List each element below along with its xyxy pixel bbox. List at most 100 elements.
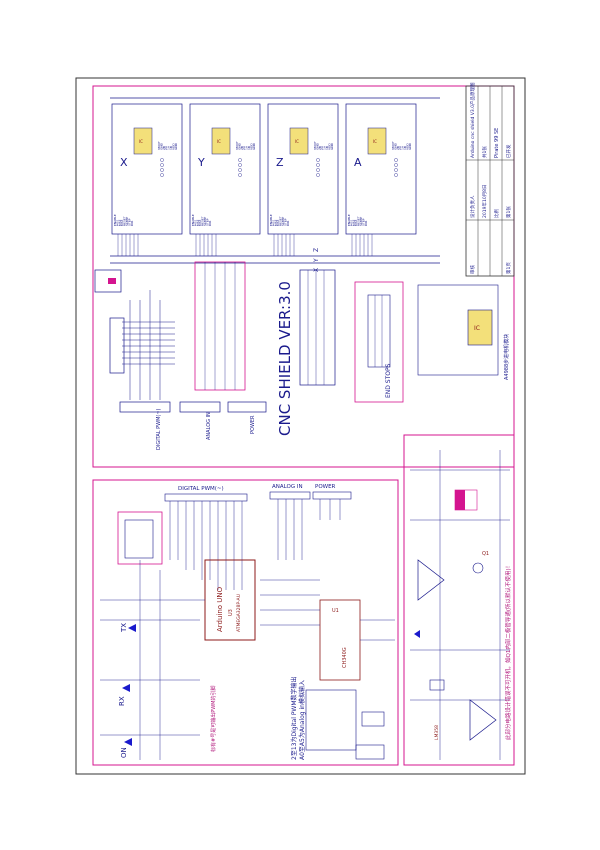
chip-ref: U3 xyxy=(228,609,234,616)
upper-left-connectors: DIGITAL PWM(~) ANALOG IN POWER xyxy=(94,269,267,450)
driver-pin-label: VDD xyxy=(327,143,331,150)
title-page: 共1张 xyxy=(481,146,488,158)
driver-pin-label: MS3 xyxy=(120,220,124,226)
driver-connector-pin xyxy=(394,173,398,177)
arduino-uno-label: Arduino UNO xyxy=(216,586,224,632)
driver-pin-label: STEP xyxy=(205,218,209,226)
driver-pin-label: MS1 xyxy=(271,220,275,226)
driver-pin-label: 1A xyxy=(245,145,249,150)
driver-z: ZICENABLEMS1MS2MS3RESETSLEEPSTEPDIRVMOTG… xyxy=(267,103,339,256)
driver-connector-pin xyxy=(160,173,164,177)
driver-pin-label: 1A xyxy=(323,145,327,150)
driver-connector-pin xyxy=(160,158,164,162)
driver-pin-label: MS1 xyxy=(349,220,353,226)
lower-headers: DIGITAL PWM(~) ANALOG IN POWER xyxy=(164,484,352,502)
note-pwm: 2至13为Digital PWM数字输出 xyxy=(290,676,298,760)
ch340-label: CH340G xyxy=(342,647,348,668)
upper-frame xyxy=(92,85,515,468)
axis-x: X xyxy=(313,268,320,272)
driver-pin-label: DIR xyxy=(286,221,290,226)
led-rx: RX xyxy=(118,684,130,706)
driver-pin-label: GND xyxy=(315,142,319,150)
driver-ic-label: IC xyxy=(217,139,221,144)
driver-pin-label: MS3 xyxy=(276,220,280,226)
driver-y: YICENABLEMS1MS2MS3RESETSLEEPSTEPDIRVMOTG… xyxy=(189,103,261,256)
a4988-title: A4988步进电机模块 xyxy=(503,334,510,380)
driver-pin-label: 2A xyxy=(164,145,168,150)
driver-pin-label: ENABLE xyxy=(191,214,195,226)
driver-pin-label: MS2 xyxy=(196,220,200,226)
lower-header-power: POWER xyxy=(315,484,336,490)
driver-pin-label: 2B xyxy=(318,146,322,150)
title-scale: 比例 xyxy=(493,209,500,218)
driver-pin-label: ENABLE xyxy=(113,214,117,226)
title-designer: 设计负责人 xyxy=(469,195,476,218)
driver-pin-label: 1B xyxy=(169,146,173,150)
driver-pin-label: ENABLE xyxy=(269,214,273,226)
driver-pin-label: 2A xyxy=(320,145,324,150)
driver-pin-label: VMOT xyxy=(157,141,161,150)
driver-x: XICENABLEMS1MS2MS3RESETSLEEPSTEPDIRVMOTG… xyxy=(111,103,183,256)
title-project: Arduino cnc shield V3.0产品原理图 xyxy=(469,82,476,158)
driver-ic-label: IC xyxy=(373,139,377,144)
pin-map-table xyxy=(194,261,246,391)
lower-frame xyxy=(92,479,399,766)
page-border xyxy=(75,77,526,775)
arduino-chip: Arduino UNO ATMEGA328P-AU U3 xyxy=(204,559,256,641)
title-code: 已开发 xyxy=(505,144,512,158)
driver-connector-pin xyxy=(238,168,242,172)
driver-pin-label: VDD xyxy=(405,143,409,150)
led-on-label: ON xyxy=(120,747,128,758)
driver-pin-label: 2A xyxy=(398,145,402,150)
driver-connector-pin xyxy=(316,168,320,172)
driver-connector-pin xyxy=(238,158,242,162)
title-drawn: 审核 xyxy=(469,265,476,274)
title-ver: 第1页 xyxy=(505,262,512,274)
driver-pin-label: DIR xyxy=(364,221,368,226)
power-circuit: Q1 LM358 xyxy=(414,489,497,741)
lower-header-digital: DIGITAL PWM(~) xyxy=(178,486,224,492)
driver-pin-label: 1B xyxy=(403,146,407,150)
driver-connector-pin xyxy=(394,163,398,167)
driver-connector-pin xyxy=(394,158,398,162)
driver-pin-label: 2B xyxy=(162,146,166,150)
note-analog: A0至A5为Analog in模拟输入 xyxy=(298,680,306,760)
driver-connector-pin xyxy=(238,173,242,177)
driver-axis-label: X xyxy=(120,156,128,169)
driver-connector-pin xyxy=(160,163,164,167)
lower-right-frame xyxy=(403,434,515,766)
driver-pin-label: SLEEP xyxy=(125,217,129,226)
usb-serial-chip: U1 CH340G xyxy=(305,599,385,760)
driver-pin-label: GND xyxy=(408,142,412,150)
lower-header-analog: ANALOG IN xyxy=(272,484,303,490)
driver-pin-label: GND xyxy=(252,142,256,150)
driver-connector-pin xyxy=(238,163,242,167)
driver-pin-label: 1B xyxy=(247,146,251,150)
q1-label: Q1 xyxy=(482,551,489,557)
driver-pin-label: DIR xyxy=(208,221,212,226)
driver-pin-label: SLEEP xyxy=(359,217,363,226)
upper-header-power: POWER xyxy=(250,415,256,434)
driver-pin-label: MS1 xyxy=(115,220,119,226)
title-product: Pirate 99 SE xyxy=(494,128,500,158)
driver-pin-label: SLEEP xyxy=(203,217,207,226)
led-tx-label: TX xyxy=(120,623,128,633)
driver-pin-label: MS1 xyxy=(193,220,197,226)
driver-pin-label: ENABLE xyxy=(347,214,351,226)
driver-pin-label: VMOT xyxy=(391,141,395,150)
upper-header-analog: ANALOG IN xyxy=(206,412,212,440)
driver-pin-label: DIR xyxy=(130,221,134,226)
driver-pin-label: 1A xyxy=(167,145,171,150)
upper-header-digital: DIGITAL PWM(~) xyxy=(156,408,162,450)
title-date: 2019年10月8日 xyxy=(481,184,488,218)
end-stops-block: END STOPS xyxy=(354,281,404,403)
driver-pin-label: 1B xyxy=(325,146,329,150)
driver-pin-label: RESET xyxy=(357,216,361,226)
driver-pin-label: GND xyxy=(330,142,334,150)
driver-pin-label: VMOT xyxy=(235,141,239,150)
driver-pin-label: MS2 xyxy=(118,220,122,226)
driver-pin-label: SLEEP xyxy=(281,217,285,226)
driver-pin-label: 1A xyxy=(401,145,405,150)
title-sheet: 第1张 xyxy=(505,206,512,218)
driver-pin-label: MS2 xyxy=(352,220,356,226)
